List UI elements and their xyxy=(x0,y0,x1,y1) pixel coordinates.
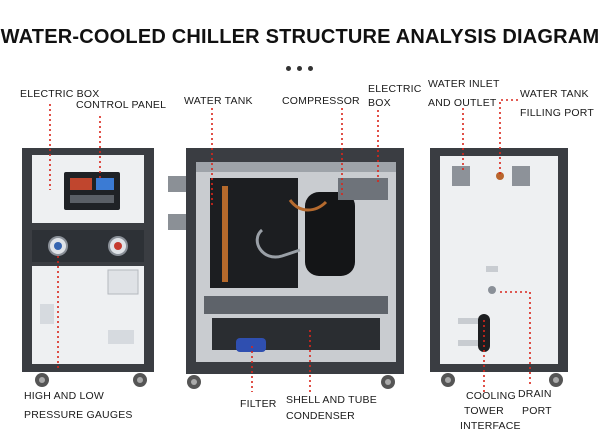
label-electric-box-mid-line1: ELECTRIC xyxy=(368,83,422,95)
open-unit xyxy=(168,148,404,389)
label-cooling-line3: INTERFACE xyxy=(460,420,521,432)
label-drain-line2: PORT xyxy=(522,405,552,417)
label-control-panel: CONTROL PANEL xyxy=(76,99,167,111)
cooling-tower-interface xyxy=(478,314,490,352)
leader-lines xyxy=(49,99,531,392)
label-gauges-line1: HIGH AND LOW xyxy=(24,390,104,402)
label-condenser-line1: SHELL AND TUBE xyxy=(286,394,377,406)
label-electric-box: ELECTRIC BOX xyxy=(20,88,100,100)
label-compressor: COMPRESSOR xyxy=(282,95,360,107)
label-water-inlet-line2: AND OUTLET xyxy=(428,97,497,109)
carousel-dot[interactable] xyxy=(286,66,291,71)
drain-port-fitting xyxy=(488,286,496,294)
label-cooling-line2: TOWER xyxy=(464,405,504,417)
label-electric-box-mid-line2: BOX xyxy=(368,97,391,109)
rear-unit xyxy=(430,148,568,387)
label-cooling-line1: COOLING xyxy=(466,390,516,402)
filter-body xyxy=(236,338,266,352)
carousel-dot[interactable] xyxy=(297,66,302,71)
filling-port-fitting xyxy=(496,172,504,180)
compressor-body xyxy=(305,192,355,276)
label-filter: FILTER xyxy=(240,398,277,410)
carousel-dots[interactable] xyxy=(286,66,313,71)
label-tank-filling-line1: WATER TANK xyxy=(520,88,589,100)
leader-drain xyxy=(500,291,531,386)
label-condenser-line2: CONDENSER xyxy=(286,410,355,422)
label-water-tank: WATER TANK xyxy=(184,95,253,107)
water-inlet-fitting xyxy=(452,166,470,186)
label-water-inlet-line1: WATER INLET xyxy=(428,78,500,90)
front-unit xyxy=(22,148,154,387)
water-outlet-fitting xyxy=(512,166,530,186)
label-tank-filling-line2: FILLING PORT xyxy=(520,107,594,119)
page-title: WATER-COOLED CHILLER STRUCTURE ANALYSIS … xyxy=(0,26,600,48)
leader-filling-port xyxy=(499,99,518,176)
carousel-dot[interactable] xyxy=(308,66,313,71)
control-panel-display xyxy=(64,172,120,210)
label-gauges-line2: PRESSURE GAUGES xyxy=(24,409,133,421)
label-drain-line1: DRAIN xyxy=(518,388,552,400)
